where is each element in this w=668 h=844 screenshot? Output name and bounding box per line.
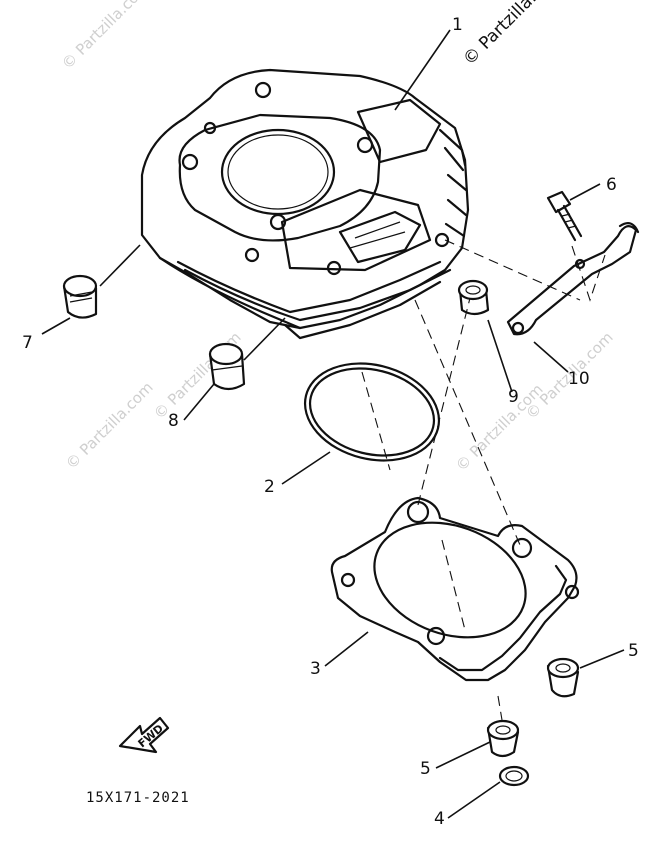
callout-1: 1 — [452, 15, 463, 35]
dowel-pin-8 — [208, 342, 246, 391]
dowel-pin-7 — [62, 274, 98, 319]
watermark-faint-4: © Partzilla.com — [452, 380, 547, 475]
callout-10: 10 — [568, 369, 590, 389]
cylinder — [140, 68, 470, 340]
callout-7: 7 — [22, 333, 33, 353]
leader-lines — [41, 29, 625, 819]
dowel-pin-right — [546, 657, 580, 698]
dowel-pin-9 — [457, 279, 490, 316]
callout-2: 2 — [264, 477, 275, 497]
callout-5-right: 5 — [628, 641, 639, 661]
circlip — [498, 765, 530, 787]
callout-3: 3 — [310, 659, 321, 679]
watermark-top-right: © Partzilla.com — [459, 0, 566, 70]
diagram-code: 15X171-2021 — [86, 790, 190, 806]
callout-8: 8 — [168, 411, 179, 431]
fwd-arrow: FWD — [118, 716, 170, 754]
callout-5-bottom: 5 — [420, 759, 431, 779]
bolt — [546, 190, 583, 242]
callout-9: 9 — [508, 387, 519, 407]
cylinder-gasket — [330, 496, 580, 682]
callout-4: 4 — [434, 809, 445, 829]
watermark-faint-1: © Partzilla.com — [58, 0, 153, 73]
callout-6: 6 — [606, 175, 617, 195]
o-ring — [303, 362, 441, 462]
chain-guide-bracket — [506, 222, 640, 336]
watermark-faint-2: © Partzilla.com — [62, 378, 157, 473]
assembly-lines — [361, 239, 606, 721]
dowel-pin-bottom — [486, 719, 520, 758]
